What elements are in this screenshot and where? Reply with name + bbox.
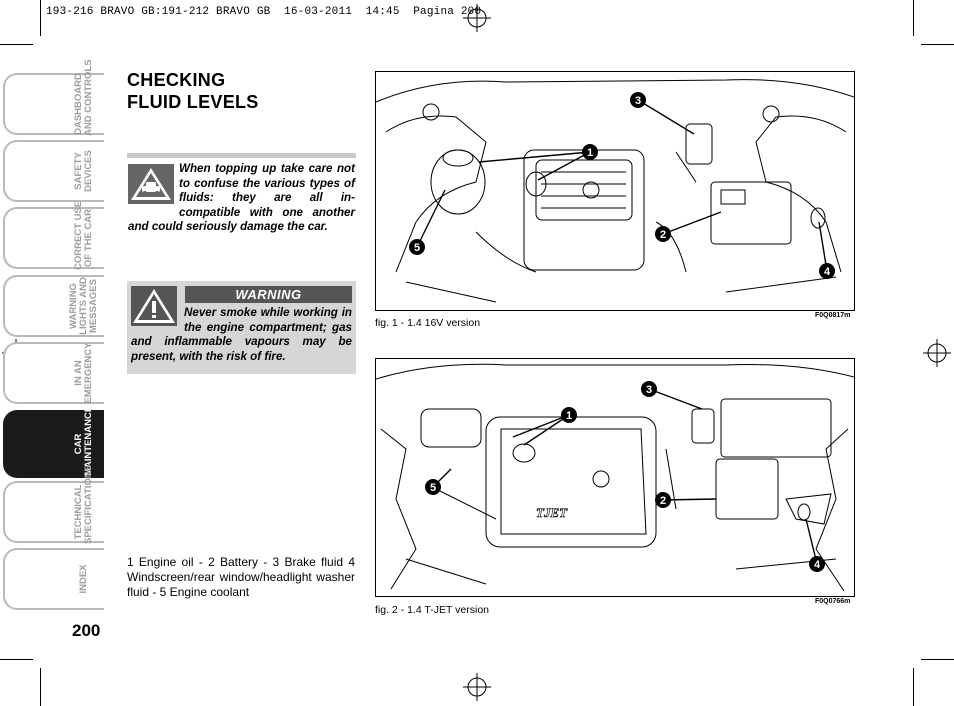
tab-label: DASHBOARD AND CONTROLS bbox=[73, 59, 94, 136]
tab-label: TECHNICAL SPECIFICATIONS bbox=[73, 465, 94, 544]
callout-3: 3 bbox=[646, 384, 652, 396]
page-title: CHECKING FLUID LEVELS bbox=[127, 69, 259, 113]
engine-16v-drawing: 1 2 3 4 5 bbox=[376, 79, 854, 303]
crop-mark bbox=[40, 0, 41, 36]
warning-text: Never smoke while working in the engine … bbox=[131, 306, 352, 364]
callout-2: 2 bbox=[660, 495, 666, 507]
warning-body: Never smoke while working in the engine … bbox=[131, 306, 352, 363]
figure-caption: fig. 2 - 1.4 T-JET version bbox=[375, 604, 489, 616]
tab-technical-specifications[interactable]: TECHNICAL SPECIFICATIONS bbox=[3, 465, 104, 544]
warning-triangle-icon bbox=[131, 286, 177, 326]
callouts: 1 2 3 4 5 bbox=[425, 381, 825, 572]
crop-mark bbox=[921, 659, 954, 660]
engine-tjet-drawing: TJET 1 2 3 4 5 bbox=[376, 363, 854, 592]
tab-label: IN AN EMERGENCY bbox=[73, 342, 94, 404]
warning-title: WARNING bbox=[185, 286, 352, 303]
tab-dashboard-and-controls[interactable]: DASHBOARD AND CONTROLS bbox=[3, 59, 104, 136]
tab-correct-use[interactable]: CORRECT USE OF THE CAR bbox=[3, 200, 104, 270]
crop-mark bbox=[913, 668, 914, 706]
title-line: FLUID LEVELS bbox=[127, 92, 259, 112]
callout-2: 2 bbox=[660, 229, 666, 241]
crop-mark bbox=[0, 659, 33, 660]
callouts: 1 2 3 4 5 bbox=[409, 92, 835, 279]
figure-legend: 1 Engine oil - 2 Battery - 3 Brake fluid… bbox=[127, 555, 355, 599]
callout-1: 1 bbox=[566, 410, 572, 422]
tab-index[interactable]: INDEX bbox=[3, 548, 104, 610]
tab-label: INDEX bbox=[78, 564, 89, 594]
icon-spacer bbox=[128, 162, 179, 206]
tab-car-maintenance[interactable]: CAR MAINTENANCE bbox=[3, 406, 104, 478]
figure-code: F0Q0817m bbox=[815, 312, 851, 319]
tab-label: WARNING LIGHTS AND MESSAGES bbox=[68, 277, 99, 335]
callout-4: 4 bbox=[814, 559, 821, 571]
callout-3: 3 bbox=[635, 95, 641, 107]
crop-mark bbox=[40, 668, 41, 706]
tab-label: CORRECT USE OF THE CAR bbox=[73, 200, 94, 270]
callout-5: 5 bbox=[414, 242, 420, 254]
print-header: 193-216 BRAVO GB:191-212 BRAVO GB 16-03-… bbox=[46, 6, 482, 18]
figure-engine-16v: 1 2 3 4 5 bbox=[375, 71, 855, 311]
crop-mark bbox=[913, 0, 914, 36]
engine-badge: TJET bbox=[536, 505, 568, 520]
crop-mark bbox=[921, 44, 954, 45]
note-body: When topping up take care not to confuse… bbox=[128, 162, 355, 233]
page-number: 200 bbox=[72, 621, 101, 640]
tab-safety-devices[interactable]: SAFETY DEVICES bbox=[3, 140, 104, 202]
figure-caption: fig. 1 - 1.4 16V version bbox=[375, 317, 481, 329]
tab-label: SAFETY DEVICES bbox=[73, 150, 94, 192]
callout-4: 4 bbox=[824, 266, 831, 278]
tab-warning-lights[interactable]: WARNING LIGHTS AND MESSAGES bbox=[3, 275, 104, 337]
callout-1: 1 bbox=[587, 147, 593, 159]
figure-code: F0Q0766m bbox=[815, 598, 851, 605]
car-caution-icon bbox=[128, 164, 174, 204]
note-box: When topping up take care not to confuse… bbox=[127, 153, 356, 246]
note-text: When topping up take care not to confuse… bbox=[128, 162, 355, 235]
title-line: CHECKING bbox=[127, 70, 226, 90]
icon-spacer bbox=[131, 306, 184, 328]
crop-mark bbox=[0, 44, 33, 45]
figure-engine-tjet: TJET 1 2 3 4 5 bbox=[375, 358, 855, 597]
callout-5: 5 bbox=[430, 482, 436, 494]
warning-box: WARNING Never smoke while working in the… bbox=[127, 281, 356, 374]
tab-in-an-emergency[interactable]: IN AN EMERGENCY bbox=[3, 342, 104, 404]
